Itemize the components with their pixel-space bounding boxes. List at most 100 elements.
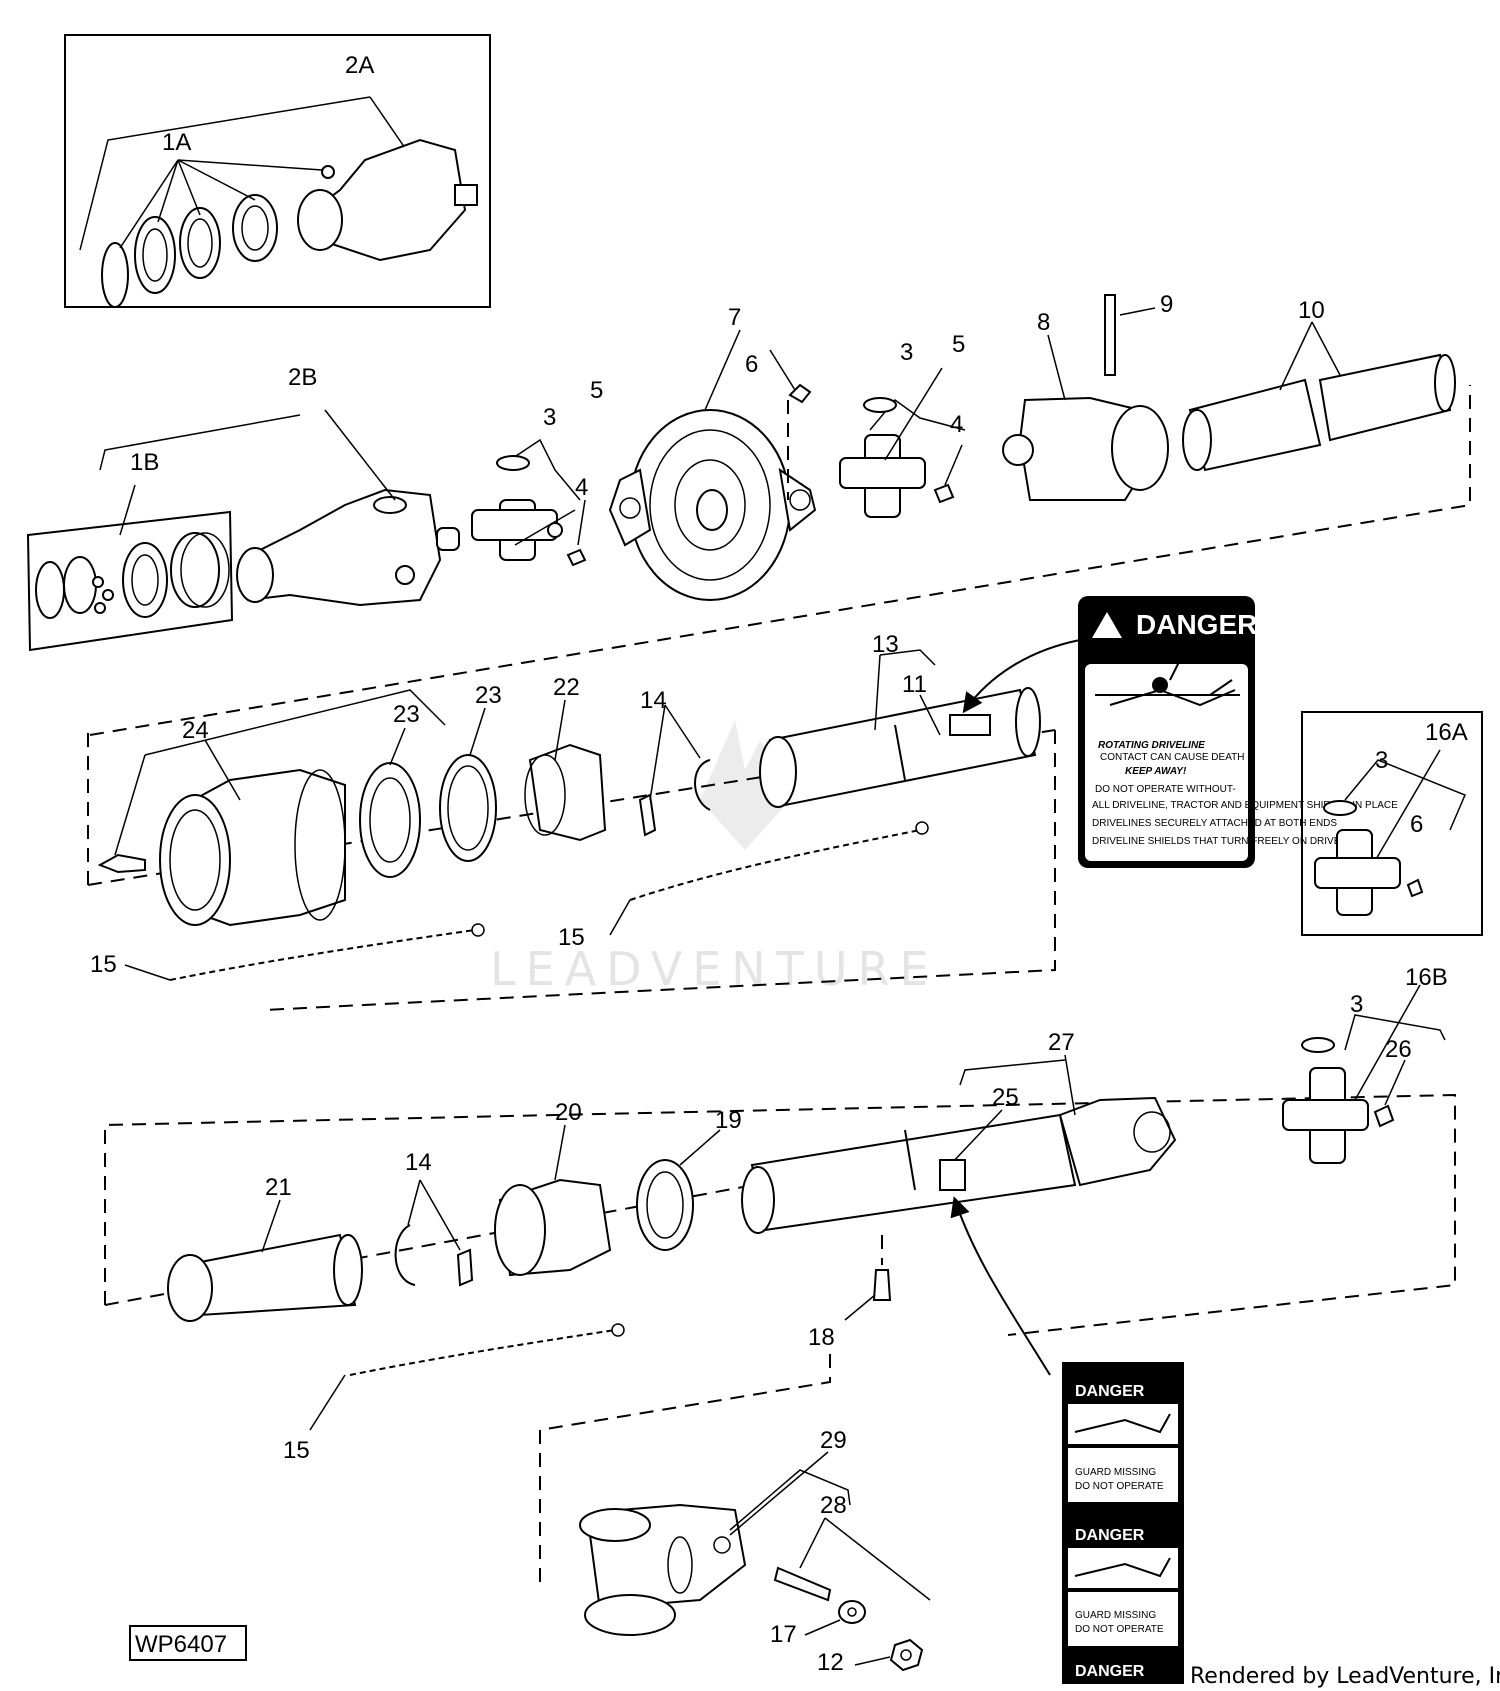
dashed-frame-bottom xyxy=(539,1350,831,1582)
chain-15-hook xyxy=(915,821,929,835)
yoke-27-part xyxy=(1058,1096,1177,1187)
yoke-2b-hole xyxy=(395,565,415,585)
ball-1b xyxy=(94,602,106,614)
label-11: 11 xyxy=(902,671,927,698)
bearing-ring-part xyxy=(179,207,221,279)
leader-4 xyxy=(577,499,586,546)
label-13: 13 xyxy=(872,631,899,658)
decal-strip-line2-b: DO NOT OPERATE xyxy=(1075,1624,1164,1635)
clip-14-part xyxy=(694,759,711,811)
leader-15 xyxy=(609,899,631,936)
tube-21-end xyxy=(167,1254,213,1322)
grease-fitting-6-part xyxy=(788,383,812,404)
label-7: 7 xyxy=(728,304,741,331)
label-26: 26 xyxy=(1385,1036,1412,1063)
leader-22 xyxy=(554,699,566,761)
leader-5 xyxy=(884,367,943,461)
clip-14-part xyxy=(638,793,657,837)
bracket-27 xyxy=(959,1059,1066,1086)
bracket-3-5-b xyxy=(869,398,966,431)
cross-5-arm xyxy=(471,509,558,541)
bracket-16b xyxy=(1344,1014,1446,1051)
leader-17 xyxy=(804,1619,841,1636)
leader-28 xyxy=(799,1517,826,1569)
leader-24-bolt xyxy=(114,754,146,856)
bracket-24-23 xyxy=(144,689,446,756)
tube-10-end xyxy=(1434,354,1456,412)
bearing-7-ear xyxy=(778,467,817,532)
boot-20-mouth xyxy=(494,1184,546,1276)
ball-part xyxy=(321,165,335,179)
pin-28-part xyxy=(773,1566,832,1602)
leader-28-bracket xyxy=(824,1517,931,1601)
bearing-23-inner xyxy=(369,777,411,863)
leader-1a xyxy=(119,159,179,249)
yoke-8-collar xyxy=(1111,405,1169,491)
label-9: 9 xyxy=(1160,291,1173,318)
decal-strip-title-3: DANGER xyxy=(1075,1663,1145,1680)
label-1b: 1B xyxy=(130,449,159,476)
chain-15-hook xyxy=(611,1323,625,1337)
leader-8 xyxy=(1047,334,1066,401)
label-24: 24 xyxy=(182,717,209,744)
decal-large-bullet-3: DRIVELINE SHIELDS THAT TURN FREELY ON DR… xyxy=(1092,836,1363,847)
label-4b: 4 xyxy=(950,411,963,438)
yoke-2b-pin xyxy=(436,527,460,551)
grease-fitting-26-part xyxy=(1373,1104,1395,1128)
tube-27-end xyxy=(741,1166,775,1234)
label-10: 10 xyxy=(1298,297,1325,324)
cross-arm xyxy=(1314,857,1401,889)
leader-29 xyxy=(729,1451,829,1536)
label-27: 27 xyxy=(1048,1029,1075,1056)
bearing-ring-inner xyxy=(187,218,213,268)
leader-15 xyxy=(124,964,171,981)
bottom-row-group: 29 28 17 12 xyxy=(539,1350,931,1676)
ball-1b xyxy=(102,589,114,601)
leader-25 xyxy=(949,1109,1003,1166)
bracket-13 xyxy=(879,649,936,666)
label-20: 20 xyxy=(555,1099,582,1126)
tube-10-end xyxy=(1182,409,1212,471)
danger-decal-large: DANGER ROTATING DRIVELINE CONTACT CAN CA… xyxy=(1078,596,1398,868)
leader-15 xyxy=(309,1374,346,1431)
ring-1b xyxy=(122,542,168,618)
grease-fitting-4-part xyxy=(566,548,587,567)
label-25: 25 xyxy=(992,1084,1019,1111)
label-8: 8 xyxy=(1037,309,1050,336)
ring-19-inner xyxy=(646,1171,684,1239)
footer-group: WP6407 Rendered by LeadVenture, Inc. xyxy=(129,1625,1500,1689)
leader-1b xyxy=(119,484,136,536)
ring-19-part xyxy=(636,1159,694,1251)
bearing-7-face xyxy=(649,429,771,581)
inset-1b-frame xyxy=(26,510,234,652)
leader-23 xyxy=(389,727,406,766)
chain-15-hook xyxy=(471,923,485,937)
bearing-7-hole xyxy=(789,489,811,511)
leader-10 xyxy=(1311,321,1341,376)
leader-16a xyxy=(1364,749,1441,879)
yoke-2b-bore xyxy=(236,547,274,603)
label-2b: 2B xyxy=(288,364,317,391)
yoke-8-boss xyxy=(1002,434,1034,466)
yoke-2a-collar xyxy=(297,189,343,251)
leader-10 xyxy=(1279,321,1313,391)
label-19: 19 xyxy=(715,1107,742,1134)
leader-14 xyxy=(649,704,666,801)
sleeve-22-mouth xyxy=(524,754,566,836)
label-23b: 23 xyxy=(475,682,502,709)
chain-15-part xyxy=(349,1329,616,1376)
nut-12-part xyxy=(889,1638,924,1672)
label-14b: 14 xyxy=(405,1149,432,1176)
cross-16b-arm xyxy=(1282,1099,1369,1131)
shield-24-rim xyxy=(294,769,346,921)
label-16b: 16B xyxy=(1405,964,1448,991)
snap-ring-part xyxy=(101,242,129,308)
yoke-2b-eye xyxy=(373,496,407,514)
label-29: 29 xyxy=(820,1427,847,1454)
ball-1b xyxy=(92,576,104,588)
leader-14 xyxy=(419,1179,461,1251)
decal-strip-line1-b: GUARD MISSING xyxy=(1075,1610,1156,1621)
leader-14 xyxy=(407,1179,421,1226)
yoke-27-eye xyxy=(1133,1111,1171,1153)
leader-23 xyxy=(469,707,486,756)
